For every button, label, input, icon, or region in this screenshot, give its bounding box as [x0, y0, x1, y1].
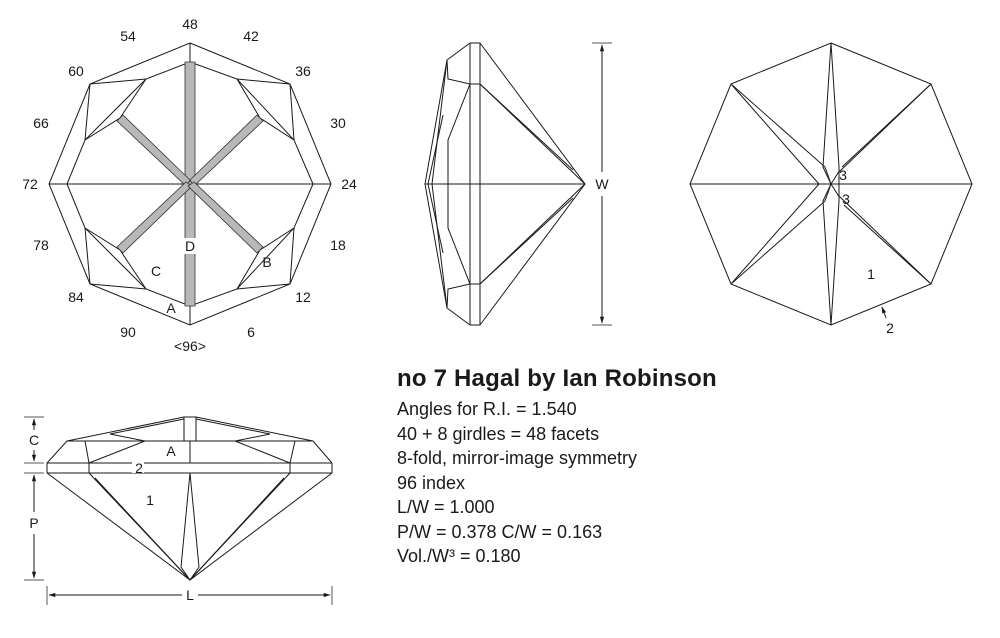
- spec-length-width: L/W = 1.000: [397, 497, 495, 517]
- svg-text:12: 12: [295, 289, 311, 305]
- side-view: W: [424, 42, 612, 326]
- svg-text:66: 66: [33, 115, 49, 131]
- dimension-label-C: C: [29, 432, 39, 448]
- girdle-pointer-arrow: [881, 306, 887, 319]
- dimension-label-W: W: [595, 176, 609, 192]
- spec-symmetry: 8-fold, mirror-image symmetry: [397, 448, 638, 468]
- spec-facet-count: 40 + 8 girdles = 48 facets: [397, 423, 600, 444]
- svg-text:6: 6: [247, 324, 255, 340]
- svg-text:36: 36: [295, 63, 311, 79]
- svg-text:24: 24: [341, 176, 357, 192]
- svg-text:30: 30: [330, 115, 346, 131]
- facet-label-2: 2: [886, 320, 894, 336]
- svg-text:42: 42: [243, 28, 259, 44]
- spec-refractive-index: Angles for R.I. = 1.540: [397, 399, 577, 419]
- svg-text:72: 72: [22, 176, 38, 192]
- facet-label-D: D: [185, 238, 195, 254]
- facet-label-B: B: [262, 254, 271, 270]
- spec-pavilion-crown-ratio: P/W = 0.378 C/W = 0.163: [397, 521, 603, 542]
- profile-facet-label-A: A: [166, 443, 176, 459]
- spec-volume: Vol./W³ = 0.180: [397, 546, 521, 566]
- crown-view: D C B A 48 42 36 30 24 18 12 6 <96> 90 8…: [22, 16, 357, 354]
- svg-text:60: 60: [68, 63, 84, 79]
- facet-label-A: A: [166, 300, 176, 316]
- profile-view: A 2 1 C P L: [24, 416, 333, 605]
- facet-label-C: C: [151, 263, 161, 279]
- facet-label-3-lower: 3: [842, 191, 850, 207]
- dimension-label-L: L: [186, 587, 194, 603]
- table-facet-bars: [116, 61, 264, 307]
- svg-text:18: 18: [330, 237, 346, 253]
- profile-facet-label-1: 1: [146, 492, 154, 508]
- svg-text:<96>: <96>: [174, 338, 206, 354]
- spec-index-gear: 96 index: [397, 472, 466, 493]
- dimension-label-P: P: [29, 515, 38, 531]
- index-wheel-labels: 48 42 36 30 24 18 12 6 <96> 90 84 78 72 …: [22, 16, 357, 354]
- svg-text:90: 90: [120, 324, 136, 340]
- facet-label-3-upper: 3: [839, 167, 847, 183]
- design-info-panel: no 7 Hagal by Ian Robinson Angles for R.…: [397, 364, 717, 569]
- profile-facet-label-2: 2: [135, 460, 143, 476]
- svg-text:54: 54: [120, 28, 136, 44]
- design-title: no 7 Hagal by Ian Robinson: [397, 365, 717, 392]
- svg-text:78: 78: [33, 237, 49, 253]
- facet-label-1: 1: [867, 266, 875, 282]
- pavilion-view: 3 3 1 2: [689, 42, 973, 336]
- svg-text:84: 84: [68, 289, 84, 305]
- svg-text:48: 48: [182, 16, 198, 32]
